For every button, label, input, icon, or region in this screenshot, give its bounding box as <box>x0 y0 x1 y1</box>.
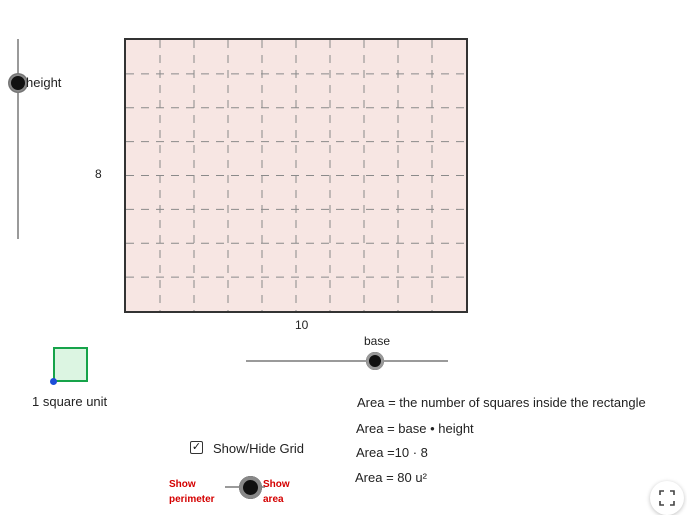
height-slider-label: height <box>26 75 62 90</box>
area-definition-text: Area = the number of squares inside the … <box>357 395 646 410</box>
show-perimeter-label: Show perimeter <box>169 479 215 505</box>
height-slider-track[interactable] <box>17 39 19 239</box>
mode-toggle-handle[interactable] <box>239 476 262 499</box>
height-dimension-label: 8 <box>95 167 102 181</box>
height-slider-handle[interactable] <box>9 74 27 92</box>
grid-checkbox-label[interactable]: Show/Hide Grid <box>213 441 305 456</box>
base-dimension-label: 10 <box>295 318 309 332</box>
area-result-text: Area = 80 u² <box>355 470 427 485</box>
grid-checkbox[interactable]: ✓ <box>190 441 203 454</box>
base-slider-handle[interactable] <box>366 352 384 370</box>
base-slider-track[interactable] <box>246 360 448 362</box>
unit-square-point[interactable] <box>50 378 57 385</box>
unit-square-label: 1 square unit <box>32 394 108 409</box>
area-formula-text: Area = base • height <box>356 421 474 436</box>
fullscreen-icon <box>659 490 675 506</box>
area-rectangle <box>124 38 468 313</box>
fullscreen-button[interactable] <box>650 481 684 515</box>
area-substitution-text: Area =10 · 8 <box>356 445 428 460</box>
unit-square <box>53 347 88 382</box>
show-area-label: Show area <box>263 479 290 505</box>
base-slider-label: base <box>364 334 391 348</box>
grid-overlay <box>126 40 466 311</box>
